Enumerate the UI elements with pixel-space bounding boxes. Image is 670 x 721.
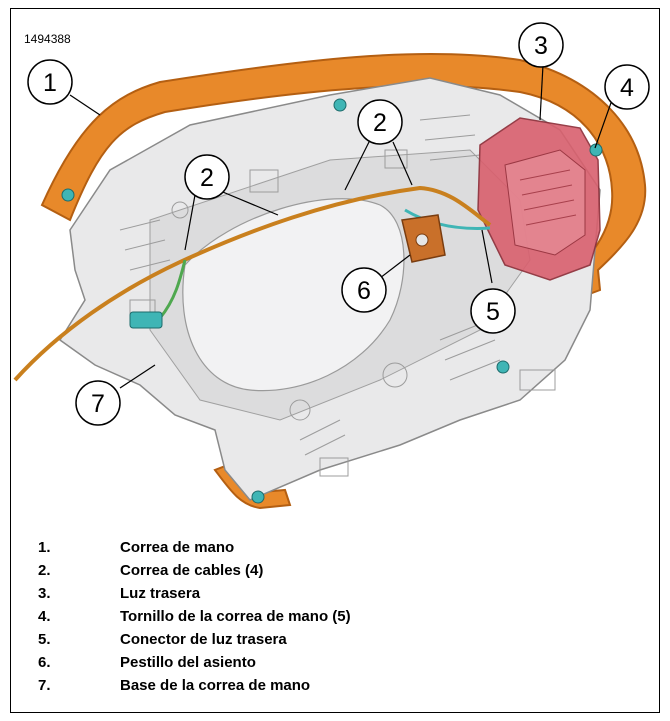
screws — [61, 98, 603, 504]
legend-text: Correa de mano — [120, 539, 235, 556]
legend-number: 3. — [38, 585, 51, 602]
legend-item: 5. Conector de luz trasera — [38, 628, 638, 651]
legend-number: 6. — [38, 654, 51, 671]
callout-2b: 2 — [357, 99, 403, 145]
leader-lines — [69, 64, 613, 389]
figure-id: 1494388 — [24, 32, 71, 46]
callout-2b-label: 2 — [373, 109, 387, 137]
legend-number: 4. — [38, 608, 51, 625]
legend-text: Conector de luz trasera — [120, 631, 287, 648]
callout-6-label: 6 — [357, 277, 371, 305]
legend-item: 1. Correa de mano — [38, 536, 638, 559]
callout-4-label: 4 — [620, 74, 634, 102]
legend-text: Luz trasera — [120, 585, 201, 602]
legend-number: 2. — [38, 562, 51, 579]
legend-item: 6. Pestillo del asiento — [38, 651, 638, 674]
cable-harness — [13, 185, 492, 382]
callout-4: 4 — [604, 64, 650, 110]
callout-6: 6 — [341, 267, 387, 313]
legend-number: 7. — [38, 677, 51, 694]
legend-text: Base de la correa de mano — [120, 677, 311, 694]
tail-light — [477, 117, 601, 281]
callout-2a-label: 2 — [200, 164, 214, 192]
seat-latch — [401, 214, 446, 263]
legend-item: 2. Correa de cables (4) — [38, 559, 638, 582]
legend-text: Pestillo del asiento — [120, 654, 256, 671]
callout-2a: 2 — [184, 154, 230, 200]
illustration: 1 2 2 3 4 5 6 7 — [13, 22, 650, 510]
callout-1: 1 — [27, 59, 73, 105]
callout-1-label: 1 — [43, 69, 57, 97]
callout-7-label: 7 — [91, 390, 105, 418]
callout-3: 3 — [518, 22, 564, 68]
parts-legend: 1. Correa de mano 2. Correa de cables (4… — [38, 536, 638, 697]
callout-3-label: 3 — [534, 32, 548, 60]
legend-number: 5. — [38, 631, 51, 648]
legend-text: Tornillo de la correa de mano (5) — [120, 608, 351, 625]
callout-5-label: 5 — [486, 298, 500, 326]
connector — [129, 311, 163, 329]
legend-number: 1. — [38, 539, 51, 556]
callout-5: 5 — [470, 288, 516, 334]
legend-item: 7. Base de la correa de mano — [38, 674, 638, 697]
legend-text: Correa de cables (4) — [120, 562, 264, 579]
legend-item: 3. Luz trasera — [38, 582, 638, 605]
legend-item: 4. Tornillo de la correa de mano (5) — [38, 605, 638, 628]
callout-7: 7 — [75, 380, 121, 426]
